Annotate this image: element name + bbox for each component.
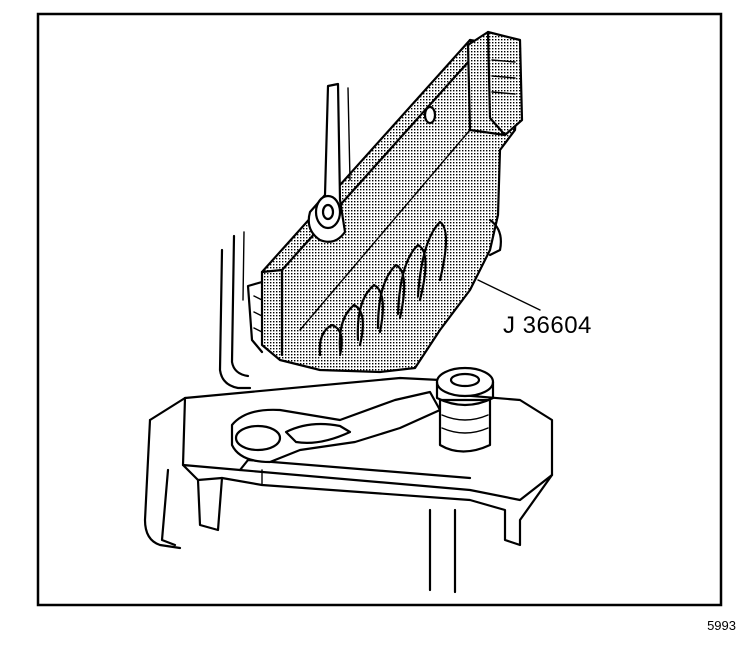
seat-rail [246,280,264,354]
bolt [435,366,495,453]
pillar [218,231,252,390]
tool-callout-label: J 36604 [503,312,592,339]
pivot-pin [234,424,282,452]
lever-arm [230,390,442,464]
figure-number: 5993 [707,618,736,633]
figure-frame [36,12,723,607]
callout-leader [477,279,541,311]
tool-j36604 [260,30,524,374]
linkage-rod [307,82,351,243]
